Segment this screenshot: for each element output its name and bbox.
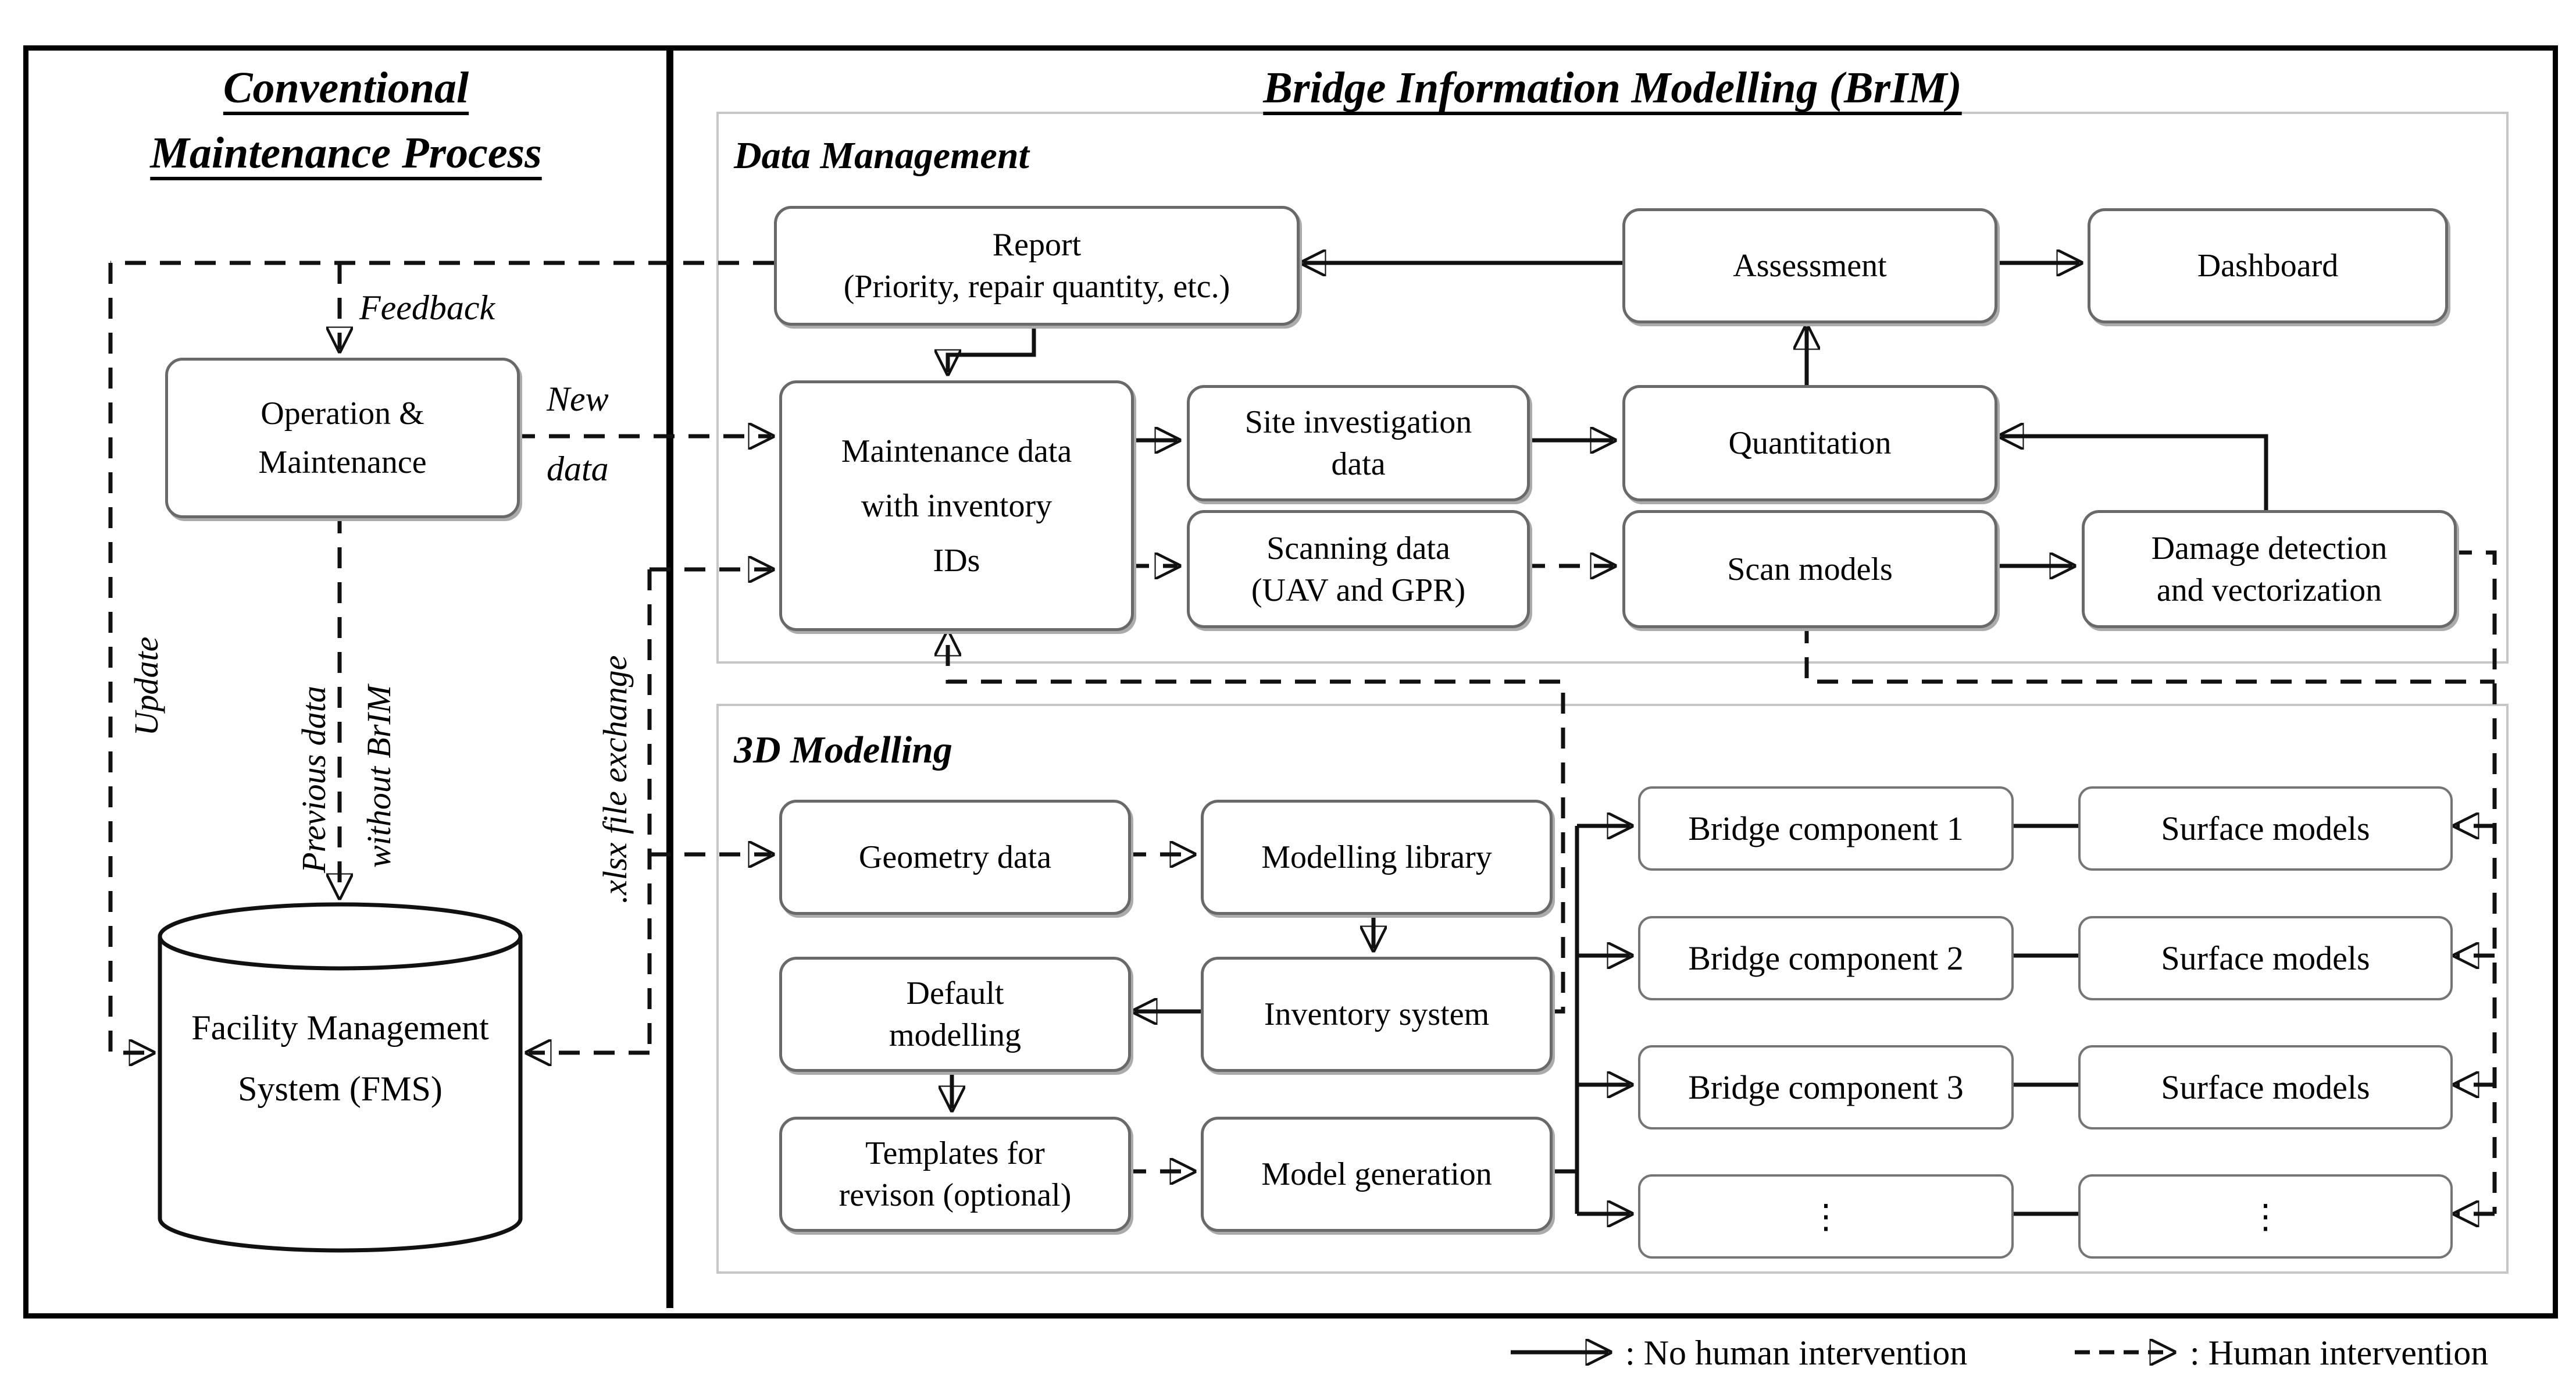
modelling-3d-section [716,704,2509,1274]
fms-cylinder-body [158,936,523,1253]
model-generation-box: Model generation [1201,1117,1553,1232]
data-management-section [716,112,2509,664]
scanning-data-line1: Scanning data [1266,530,1450,566]
templates-line1: Templates for [865,1135,1045,1171]
report-box: Report (Priority, repair quantity, etc.) [774,206,1300,326]
brim-panel-title: Bridge Information Modelling (BrIM) [673,55,2552,120]
outer-frame [23,45,2558,1319]
inventory-system-label: Inventory system [1264,996,1490,1032]
modelling-library-box: Modelling library [1201,800,1553,915]
templates-line2: revison (optional) [839,1177,1072,1213]
surface-models-1-box: Surface models [2078,786,2453,871]
surface-models-3-box: Surface models [2078,1045,2453,1129]
xlsx-file-exchange-label: .xlsx file exchange [596,655,634,904]
previous-data-label-line1: Previous data [295,686,333,873]
legend-solid-label: : No human intervention [1625,1334,1968,1372]
legend-dashed-label: : Human intervention [2190,1334,2489,1372]
bridge-component-3-label: Bridge component 3 [1688,1068,1964,1106]
connector-scan-models-to-surface-bus [1804,622,2495,684]
bridge-component-more-box: ⋮ [1638,1174,2014,1259]
site-investigation-line1: Site investigation [1244,404,1472,440]
new-data-label-line2: data [547,450,609,488]
operation-line2: Maintenance [258,444,427,480]
assessment-box: Assessment [1622,208,1997,323]
connector-update-to-fms [108,263,152,1053]
fms-line2: Management [306,1009,489,1047]
report-line1: Report [992,227,1082,263]
previous-data-label-line2: without BrIM [360,685,398,868]
fms-cylinder-top [158,902,523,971]
default-modelling-box: Default modelling [779,957,1131,1072]
damage-detection-line2: and vectorization [2156,572,2382,608]
scan-models-box: Scan models [1622,510,1997,628]
quantitation-label: Quantitation [1728,425,1892,461]
scan-models-label: Scan models [1727,551,1893,587]
bridge-component-3-box: Bridge component 3 [1638,1045,2014,1129]
fms-label: Facility Management System (FMS) [174,997,506,1120]
maintenance-data-line2: with inventory [861,487,1052,524]
maintenance-data-line3: IDs [933,542,980,579]
operation-line1: Operation & [261,395,424,432]
damage-detection-box: Damage detection and vectorization [2082,510,2457,628]
connector-damage-to-surface-bus [2451,550,2497,1214]
default-modelling-line2: modelling [889,1017,1022,1053]
operation-maintenance-box: Operation & Maintenance [165,358,520,518]
new-data-label-line1: New [547,380,609,418]
templates-box: Templates for revison (optional) [779,1117,1131,1232]
brim-title-text: Bridge Information Modelling (BrIM) [1263,63,1962,112]
scanning-data-line2: (UAV and GPR) [1251,572,1466,608]
connector-report-to-maintenance-data [948,320,1036,372]
dashboard-box: Dashboard [2088,208,2448,323]
site-investigation-line2: data [1331,446,1386,482]
bridge-component-1-label: Bridge component 1 [1688,809,1964,847]
geometry-data-box: Geometry data [779,800,1131,915]
left-title-line1: Conventional [223,63,469,112]
fms-line3: System (FMS) [238,1070,443,1108]
surface-models-more-label: ⋮ [2249,1197,2282,1235]
assessment-label: Assessment [1733,248,1887,284]
left-panel-title: Conventional Maintenance Process [35,55,657,186]
fms-line1: Facility [191,1009,298,1047]
geometry-data-label: Geometry data [858,839,1052,875]
left-title-line2: Maintenance Process [150,129,542,177]
surface-models-2-box: Surface models [2078,916,2453,1000]
surface-models-2-label: Surface models [2161,939,2370,977]
data-management-label: Data Management [734,134,1029,177]
modelling-library-label: Modelling library [1261,839,1492,875]
bridge-component-more-label: ⋮ [1809,1197,1843,1235]
report-line2: (Priority, repair quantity, etc.) [843,269,1230,305]
maintenance-data-line1: Maintenance data [841,433,1072,469]
bridge-component-2-box: Bridge component 2 [1638,916,2014,1000]
bridge-component-1-box: Bridge component 1 [1638,786,2014,871]
modelling-3d-label: 3D Modelling [734,729,952,771]
site-investigation-box: Site investigation data [1187,385,1530,501]
connector-damage-detection-to-quantitation [2001,436,2268,510]
connector-inventory-to-maintenance [948,633,1565,1014]
bridge-component-2-label: Bridge component 2 [1688,939,1964,977]
surface-models-more-box: ⋮ [2078,1174,2453,1259]
scanning-data-box: Scanning data (UAV and GPR) [1187,510,1530,628]
quantitation-box: Quantitation [1622,385,1997,501]
panel-divider [666,45,673,1308]
default-modelling-line1: Default [906,975,1004,1011]
damage-detection-line1: Damage detection [2151,530,2388,566]
surface-models-3-label: Surface models [2161,1068,2370,1106]
maintenance-data-box: Maintenance data with inventory IDs [779,380,1134,631]
update-label: Update [127,636,165,736]
inventory-system-box: Inventory system [1201,957,1553,1072]
surface-models-1-label: Surface models [2161,809,2370,847]
model-generation-label: Model generation [1261,1156,1492,1192]
feedback-label: Feedback [359,288,495,327]
dashboard-label: Dashboard [2197,248,2339,284]
